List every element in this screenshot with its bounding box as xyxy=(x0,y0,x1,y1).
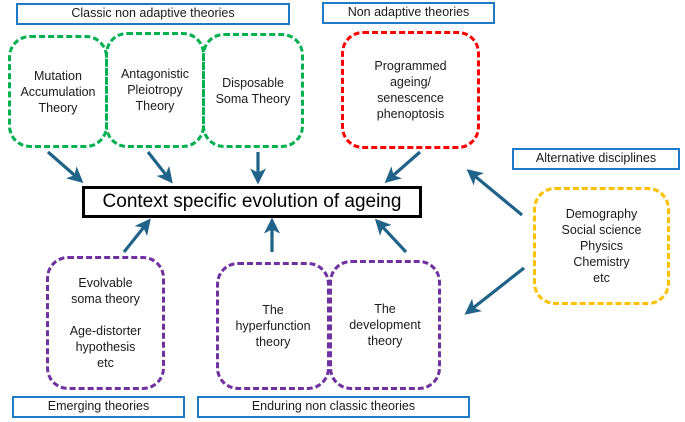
node-antagonistic-pleiotropy-theory[interactable]: Antagonistic Pleiotropy Theory xyxy=(105,32,205,148)
node-text: Antagonistic Pleiotropy Theory xyxy=(120,67,190,113)
node-text: Programmed ageing/ senescence phenoptosi… xyxy=(374,59,447,121)
label-classic-non-adaptive-theories[interactable]: Classic non adaptive theories xyxy=(16,3,290,25)
label-text: Classic non adaptive theories xyxy=(71,6,235,21)
node-text: The hyperfunction theory xyxy=(235,303,311,349)
center-node-text: Context specific evolution of ageing xyxy=(102,191,402,212)
node-mutation-accumulation-theory[interactable]: Mutation Accumulation Theory xyxy=(8,35,108,148)
label-text: Enduring non classic theories xyxy=(251,399,416,414)
node-text: Demography Social science Physics Chemis… xyxy=(561,207,642,285)
node-text: Mutation Accumulation Theory xyxy=(20,68,96,115)
label-text: Emerging theories xyxy=(47,399,150,414)
arrow-alternative-to-center xyxy=(466,169,524,217)
arrow-alternative-to-enduring xyxy=(464,266,525,315)
node-programmed-ageing-senescence-phenoptosis[interactable]: Programmed ageing/ senescence phenoptosi… xyxy=(341,31,480,149)
label-alternative-disciplines[interactable]: Alternative disciplines xyxy=(512,148,680,170)
node-text: Evolvable soma theory Age-distorter hypo… xyxy=(69,276,142,370)
label-text: Non adaptive theories xyxy=(347,5,470,20)
arrow-development-to-center xyxy=(374,218,408,254)
node-text: Disposable Soma Theory xyxy=(215,75,291,106)
node-hyperfunction-theory[interactable]: The hyperfunction theory xyxy=(216,262,330,390)
arrow-antagonistic-to-center xyxy=(146,151,173,184)
label-emerging-theories[interactable]: Emerging theories xyxy=(12,396,185,418)
arrow-mutation-to-center xyxy=(46,150,84,183)
node-emerging-theories[interactable]: Evolvable soma theory Age-distorter hypo… xyxy=(46,256,165,390)
arrow-programmed-to-center xyxy=(384,150,422,183)
label-text: Alternative disciplines xyxy=(535,151,657,166)
node-alternative-disciplines[interactable]: Demography Social science Physics Chemis… xyxy=(533,187,670,305)
node-text: The development theory xyxy=(349,302,421,348)
label-enduring-non-classic-theories[interactable]: Enduring non classic theories xyxy=(197,396,470,418)
node-disposable-soma-theory[interactable]: Disposable Soma Theory xyxy=(202,33,304,148)
node-development-theory[interactable]: The development theory xyxy=(329,260,441,390)
label-non-adaptive-theories[interactable]: Non adaptive theories xyxy=(322,2,495,24)
center-node-context-specific-evolution-of-ageing[interactable]: Context specific evolution of ageing xyxy=(82,186,422,218)
arrow-emerging-to-center xyxy=(122,218,151,253)
